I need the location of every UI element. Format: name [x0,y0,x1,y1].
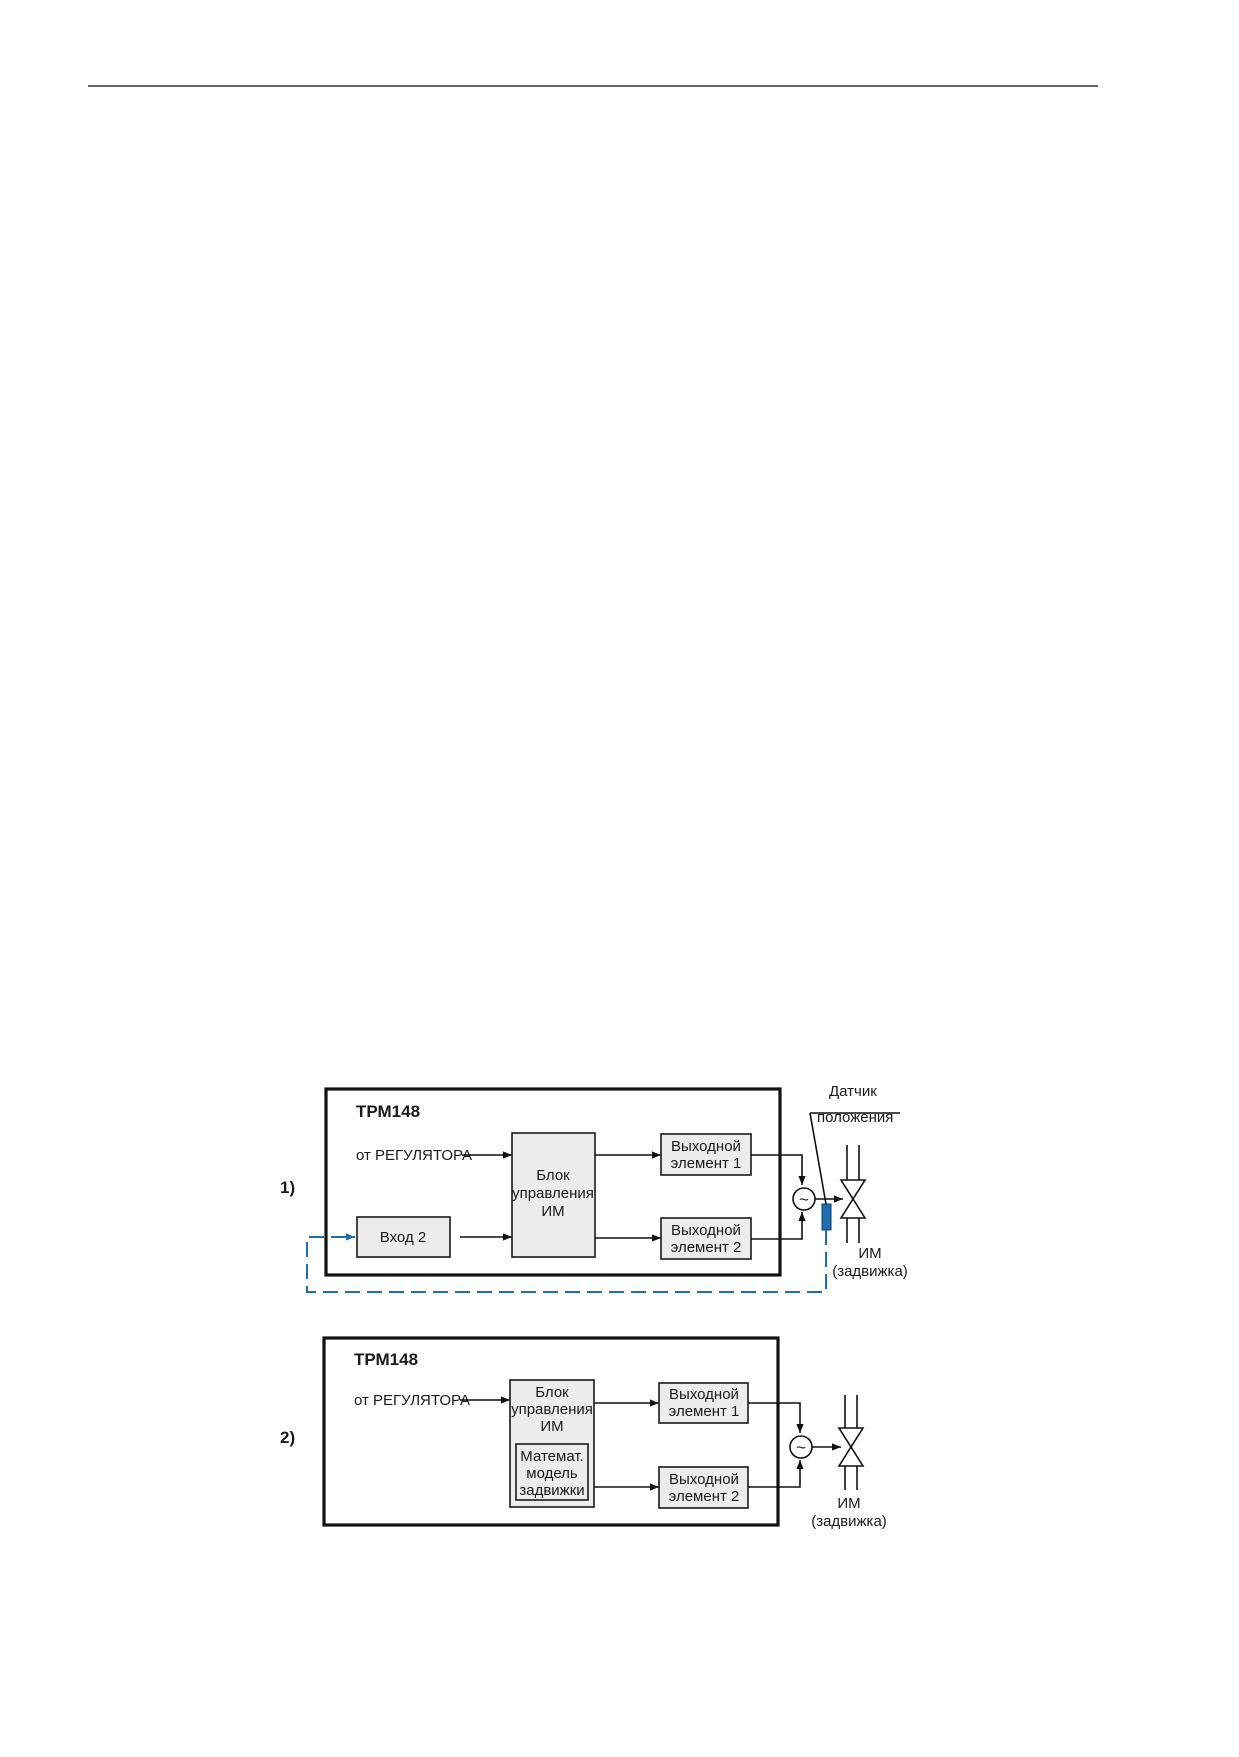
output1-block-1 [660,1133,752,1176]
actuator-label-1-line2: (задвижка) [832,1263,908,1280]
control-block-2-line1: Блок [535,1384,569,1401]
output2-block-1-line1: Выходной [671,1222,741,1239]
output1-block-2 [658,1382,749,1424]
output1-block-1-line1: Выходной [671,1138,741,1155]
valve-icon-1 [839,1145,867,1243]
motor-symbol-2: ~ [796,1438,806,1457]
output2-to-motor-wire-2 [748,1460,804,1488]
math-model-line3: задвижки [519,1482,584,1499]
sensor-label-line1: Датчик [829,1083,877,1100]
device-title-2: ТРМ148 [354,1350,418,1369]
input-label-1: от РЕГУЛЯТОРА [356,1147,472,1164]
math-model-block [515,1443,589,1501]
actuator-label-1-line1: ИМ [858,1245,881,1262]
device-frame-1 [324,1087,782,1277]
math-model-line2: модель [526,1465,578,1482]
output1-to-motor-wire-1 [751,1154,806,1185]
output2-to-motor-wire-1 [751,1212,806,1240]
output1-block-2-line1: Выходной [669,1386,739,1403]
input-label-2: от РЕГУЛЯТОРА [354,1392,470,1409]
diagram-2: 2) ТРМ148 от РЕГУЛЯТОРА Блок управления … [280,1336,887,1530]
input2-block-1 [356,1216,451,1258]
sensor-label-line2: положения [817,1109,893,1126]
motor-symbol-1: ~ [799,1190,809,1209]
diagram-2-number: 2) [280,1428,295,1447]
control-block-1 [511,1132,596,1258]
feedback-dashed-line [306,1230,827,1293]
control-block-1-line1: Блок [536,1167,570,1184]
actuator-label-2-line1: ИМ [837,1495,860,1512]
output2-block-1-line2: элемент 2 [671,1239,742,1256]
output2-block-2-line1: Выходной [669,1471,739,1488]
actuator-label-2-line2: (задвижка) [811,1513,887,1530]
output2-block-2-line2: элемент 2 [669,1488,740,1505]
input2-block-label: Вход 2 [380,1229,426,1246]
device-title-1: ТРМ148 [356,1102,420,1121]
control-block-1-line2: управления [512,1185,594,1202]
device-frame-2 [322,1336,780,1527]
output1-block-1-line2: элемент 1 [671,1155,742,1172]
position-sensor-icon-1 [821,1203,832,1231]
output1-to-motor-wire-2 [748,1402,804,1433]
diagram-1: 1) ТРМ148 от РЕГУЛЯТОРА Вход 2 Блок упра… [280,1083,908,1293]
control-block-2-line2: управления [511,1401,593,1418]
math-model-line1: Математ. [520,1448,583,1465]
output1-block-2-line2: элемент 1 [669,1403,740,1420]
diagram-1-number: 1) [280,1178,295,1197]
valve-icon-2 [837,1395,865,1490]
output2-block-2 [658,1466,749,1509]
sensor-leader-line [809,1112,827,1205]
control-block-2-line3: ИМ [540,1418,563,1435]
control-block-1-line3: ИМ [541,1203,564,1220]
